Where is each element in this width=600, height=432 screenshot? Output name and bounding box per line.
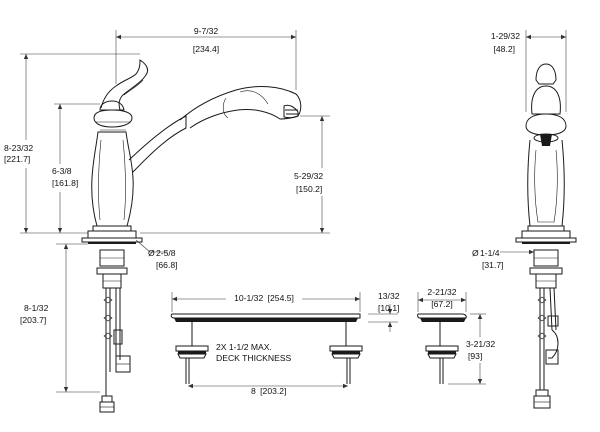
dim-base-diameter: Ø 2-5/8 [66.8] [135,239,178,270]
dim-spout-height: 5-29/32 [150.2] [140,115,334,234]
plate-depth-imperial: 3-21/32 [466,339,495,349]
handle-width-imperial: 1-29/32 [491,31,520,41]
overall-height-metric: [221.7] [4,154,30,164]
base-diameter-metric: [66.8] [156,260,178,270]
below-deck-metric: [203.7] [20,315,46,325]
deck-max-line1: 2X 1-1/2 MAX. [216,342,272,352]
deckplate-thickness-imperial: 13/32 [378,291,400,301]
dim-body-height: 6-3/8 [161.8] [50,103,100,233]
dim-plate-depth: 3-21/32 [93] [448,313,502,385]
plate-depth-metric: [93] [468,351,482,361]
shank-diameter-metric: [31.7] [482,260,504,270]
reach-imperial: 9-7/32 [194,26,219,36]
below-deck-imperial: 8-1/32 [24,303,49,313]
base-diameter-symbol: Ø [148,248,155,258]
deckplate-thickness-metric: [10.1] [378,303,400,313]
body-height-imperial: 6-3/8 [52,166,72,176]
body-height-metric: [161.8] [52,178,78,188]
dim-shank-diameter: Ø 1-1/4 [31.7] [472,248,534,270]
faucet-front-view [515,63,577,409]
center-spacing-imperial: 8 [251,386,256,396]
reach-metric: [234.4] [193,44,219,54]
dim-deckplate-thickness: 13/32 [10.1] [368,291,400,332]
deckplate-view [170,313,363,384]
dim-below-deck: 8-1/32 [203.7] [16,243,100,393]
dim-center-spacing: 8 [203.2] [188,383,348,396]
dim-deckplate-length: 10-1/32 [254.5] [171,292,361,312]
dim-overall-reach: 9-7/32 [234.4] [115,26,297,90]
center-spacing-metric: [203.2] [260,386,286,396]
dim-plate-width: 2-21/32 [67.2] [417,287,467,312]
deckplate-length-metric: [254.5] [268,293,294,303]
deckplate-length-text: 10-1/32 [254.5] [234,293,294,303]
shank-diameter-imperial: 1-1/4 [480,248,500,258]
base-diameter-imperial: 2-5/8 [156,248,176,258]
faucet-side-view [81,59,302,413]
dim-handle-width: 1-29/32 [48.2] [458,30,567,112]
plate-width-metric: [67.2] [431,299,453,309]
spout-height-metric: [150.2] [296,184,322,194]
shank-diameter-symbol: Ø [472,248,479,258]
deckplate-length-imperial: 10-1/32 [234,293,263,303]
deck-max-line2: DECK THICKNESS [216,353,292,363]
plate-width-imperial: 2-21/32 [427,287,456,297]
spout-height-imperial: 5-29/32 [294,171,323,181]
overall-height-imperial: 8-23/32 [4,143,33,153]
side-plate-view [417,313,467,384]
center-spacing-text: 8 [203.2] [251,386,286,396]
handle-width-metric: [48.2] [493,44,515,54]
dim-overall-height: 8-23/32 [221.7] [2,53,140,234]
note-deck-thickness: 2X 1-1/2 MAX. DECK THICKNESS [216,342,292,363]
